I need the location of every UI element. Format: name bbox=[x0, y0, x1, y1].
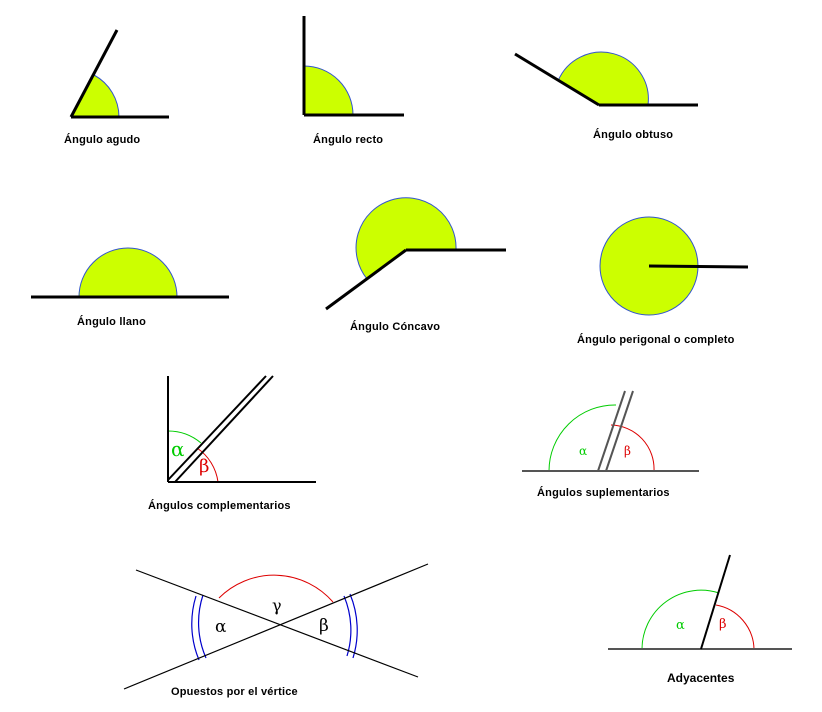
obtuse-angle-fill bbox=[558, 52, 649, 105]
supplementary-angles-figure: α β bbox=[522, 390, 699, 472]
adjacent-beta-symbol: β bbox=[719, 617, 727, 632]
obtuse-angle-figure bbox=[514, 51, 698, 107]
right-angle-arc bbox=[303, 65, 354, 116]
supplementary-double-ray-1 bbox=[597, 390, 626, 472]
adjacent-alpha-symbol: α bbox=[676, 618, 685, 633]
acute-angle-figure bbox=[69, 29, 169, 119]
obtuse-angle-arc bbox=[557, 51, 649, 106]
full-angle-ray bbox=[648, 264, 749, 269]
right-angle-figure bbox=[302, 16, 404, 117]
acute-angle-label: Ángulo agudo bbox=[64, 133, 140, 146]
right-angle-label: Ángulo recto bbox=[313, 133, 383, 146]
adjacent-angles-figure: α β bbox=[608, 554, 792, 650]
vertical-left-arc-outer bbox=[191, 595, 200, 661]
acute-angle-arc bbox=[93, 74, 120, 118]
supplementary-beta-arc bbox=[610, 424, 655, 472]
straight-angle-figure bbox=[31, 247, 229, 299]
complementary-double-ray-2 bbox=[174, 375, 274, 483]
complementary-beta-arc bbox=[196, 447, 219, 483]
vertical-left-arc-inner bbox=[197, 594, 207, 659]
straight-angle-fill bbox=[79, 248, 177, 297]
complementary-angles-label: Ángulos complementarios bbox=[148, 499, 291, 512]
complementary-angles-figure: α β bbox=[167, 375, 316, 483]
supplementary-double-ray-2 bbox=[605, 390, 634, 472]
vertical-right-arc-inner bbox=[343, 595, 352, 657]
adjacent-angles-label: Adyacentes bbox=[667, 671, 735, 685]
full-angle-label: Ángulo perigonal o completo bbox=[577, 333, 735, 346]
vertical-alpha-symbol: α bbox=[215, 617, 227, 637]
vertical-angles-label: Opuestos por el vértice bbox=[171, 686, 298, 698]
complementary-alpha-symbol: α bbox=[171, 437, 185, 461]
adjacent-ray bbox=[700, 554, 731, 650]
supplementary-alpha-arc bbox=[548, 404, 617, 472]
full-angle-figure bbox=[599, 216, 749, 316]
vertical-right-arc-outer bbox=[349, 593, 358, 659]
straight-angle-label: Ángulo llano bbox=[77, 315, 146, 328]
supplementary-beta-symbol: β bbox=[624, 444, 631, 458]
vertical-line-2 bbox=[123, 563, 429, 690]
acute-angle-ray-1 bbox=[69, 29, 119, 118]
complementary-beta-symbol: β bbox=[199, 456, 209, 477]
concave-angle-figure bbox=[325, 197, 506, 311]
concave-angle-fill bbox=[356, 197, 457, 279]
concave-angle-label: Ángulo Cóncavo bbox=[350, 320, 440, 333]
concave-angle-arc bbox=[355, 197, 457, 280]
complementary-alpha-arc bbox=[167, 430, 202, 444]
vertical-gamma-arc bbox=[218, 574, 334, 603]
supplementary-angles-label: Ángulos suplementarios bbox=[537, 486, 670, 499]
obtuse-angle-ray-1 bbox=[514, 52, 600, 107]
concave-angle-ray-2 bbox=[325, 248, 407, 311]
adjacent-beta-arc bbox=[715, 604, 755, 650]
vertical-angles-figure: α γ β bbox=[123, 563, 429, 690]
obtuse-angle-label: Ángulo obtuso bbox=[593, 128, 673, 141]
vertical-beta-symbol: β bbox=[319, 616, 329, 636]
right-angle-fill bbox=[304, 66, 353, 115]
vertical-gamma-symbol: γ bbox=[272, 596, 282, 615]
complementary-double-ray-1 bbox=[167, 375, 267, 481]
supplementary-alpha-symbol: α bbox=[579, 444, 587, 458]
straight-angle-arc bbox=[78, 247, 178, 298]
adjacent-alpha-arc bbox=[641, 589, 720, 650]
vertical-line-1 bbox=[135, 569, 419, 678]
acute-angle-fill bbox=[71, 75, 119, 117]
